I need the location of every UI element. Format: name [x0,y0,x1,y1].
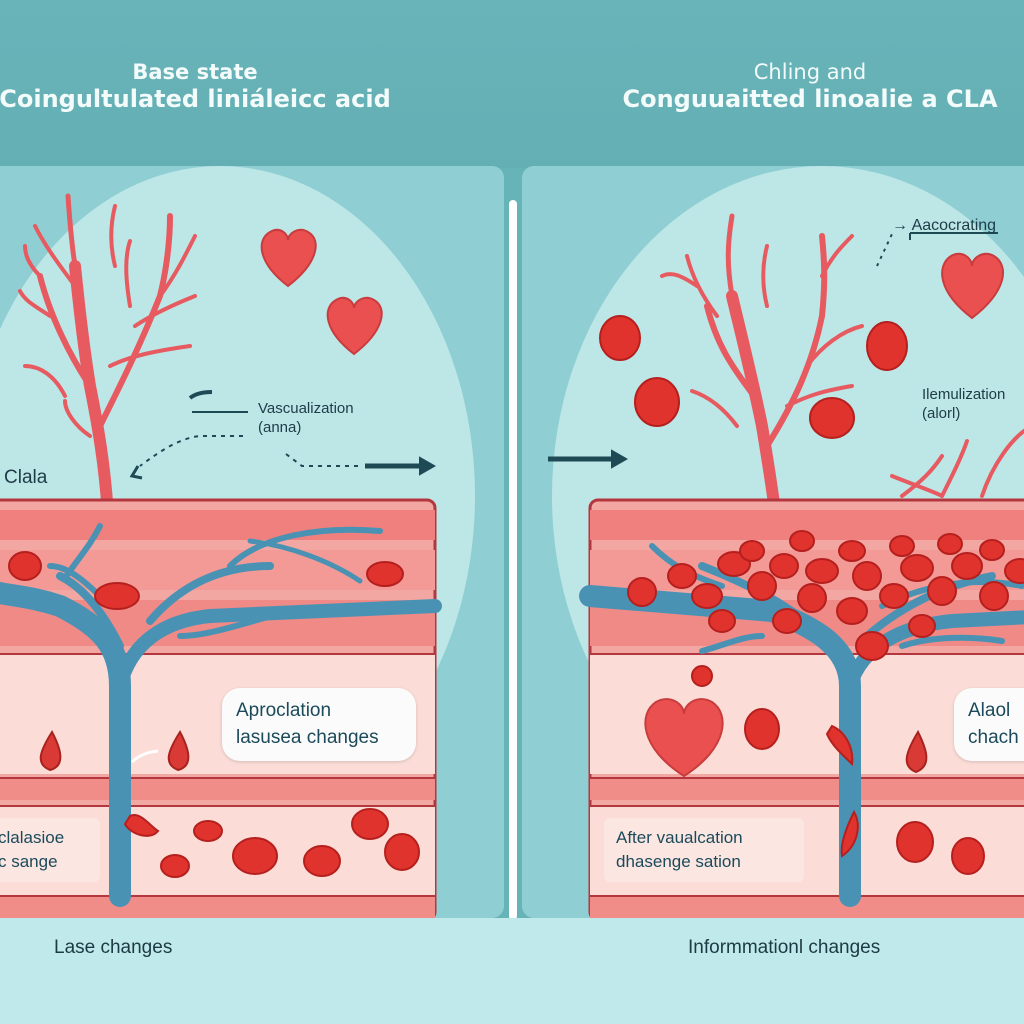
bottom-caption-bar [0,918,1024,1024]
right-illustration [548,166,1024,918]
arrow-icon [130,749,159,764]
heart-icon [260,228,317,288]
vein-network-icon [0,523,442,907]
annotation-arrows [548,232,998,469]
label-vascularization: Vascualization (anna) [258,400,354,438]
header-banner [0,0,1024,168]
blood-cell-icon [8,551,420,878]
blood-drop-icon [39,730,190,772]
blood-drop-icon [905,729,928,774]
callout-main-right: Alaol chach [954,688,1024,762]
heart-icon [941,252,1004,320]
artery-tree-icon [18,193,197,522]
caption-left: Lase changes [54,937,173,958]
right-title: Chling and Conguuaitted linoalie a CLA [600,60,1020,114]
right-panel [522,166,1024,918]
left-illustration [0,166,475,918]
label-hemo: Ilemulization (alorl) [922,386,1005,424]
left-panel [0,166,504,918]
label-aacocrating: → Aacocrating [892,216,996,236]
artery-tree-icon [660,213,1024,532]
left-title: Base state Coingultulated liniáleicc aci… [0,60,410,114]
callout-small-right-line2: dhasenge sation [616,851,741,871]
callout-main-left-line1: Aproclation [236,700,332,721]
callout-small-right: After vaualcation dhasenge sation [604,818,804,882]
blood-cell-icon [744,708,985,875]
right-title-line1: Chling and [753,60,867,84]
blood-cell-icon [599,315,908,439]
label-vascularization-text: Vascualization [258,400,354,417]
heart-icon [644,698,724,778]
callout-small-left: clalasioe c sange [0,818,100,882]
callout-small-left-line2: c sange [0,851,58,871]
panel-divider [509,200,517,920]
heart-icon [326,296,383,356]
caption-right: Informmationl changes [688,937,881,958]
arrow-icon: → [892,217,912,234]
callout-small-right-line1: After vaualcation [616,828,743,847]
left-title-line1: Base state [132,60,258,84]
label-hemo-text: Ilemulization [922,386,1006,403]
callout-main-left-line2: lasusea changes [236,726,379,748]
callout-main-left: Aproclation lasusea changes [222,688,416,762]
callout-main-right-line1: Alaol [968,700,1011,721]
callout-main-right-line2: chach [968,726,1019,748]
right-title-line2: Conguuaitted linoalie a CLA [622,85,998,114]
label-vascularization-sub: (anna) [258,418,302,436]
label-clala: Clala [4,467,48,488]
label-aacocrating-text: Aacocrating [911,217,997,234]
callout-small-left-line1: clalasioe [0,828,65,847]
annotation-arrows [129,390,437,480]
label-hemo-sub: (alorl) [922,404,961,422]
left-title-line2: Coingultulated liniáleicc acid [0,85,391,114]
blood-clot-cluster [627,530,1024,687]
